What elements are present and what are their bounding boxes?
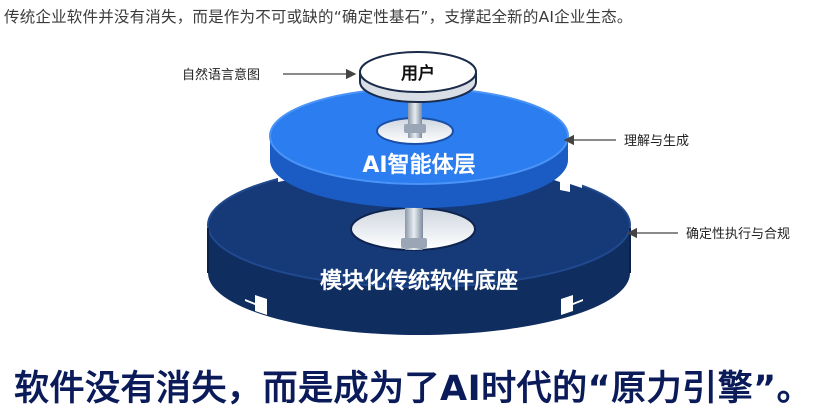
- top-layer: [359, 51, 477, 103]
- top-layer-label: 用户: [401, 63, 435, 84]
- middle-layer-label: AI智能体层: [362, 152, 475, 178]
- bottom-layer-label: 模块化传统软件底座: [320, 268, 518, 294]
- bottom-layer: [207, 154, 631, 335]
- annotation-understand-generate-label: 理解与生成: [624, 134, 689, 149]
- headline: 软件没有消失，而是成为了AI时代的“原力引擎”。: [14, 369, 813, 409]
- annotation-user-intent-label: 自然语言意图: [182, 67, 260, 83]
- subtitle: 传统企业软件并没有消失，而是作为不可或缺的“确定性基石”，支撑起全新的AI企业生…: [4, 8, 633, 26]
- annotation-deterministic-compliance-label: 确定性执行与合规: [686, 227, 790, 242]
- annotation-deterministic-compliance: 确定性执行与合规: [626, 227, 790, 242]
- annotation-user-intent: 自然语言意图: [182, 67, 357, 83]
- annotation-understand-generate: 理解与生成: [563, 134, 689, 149]
